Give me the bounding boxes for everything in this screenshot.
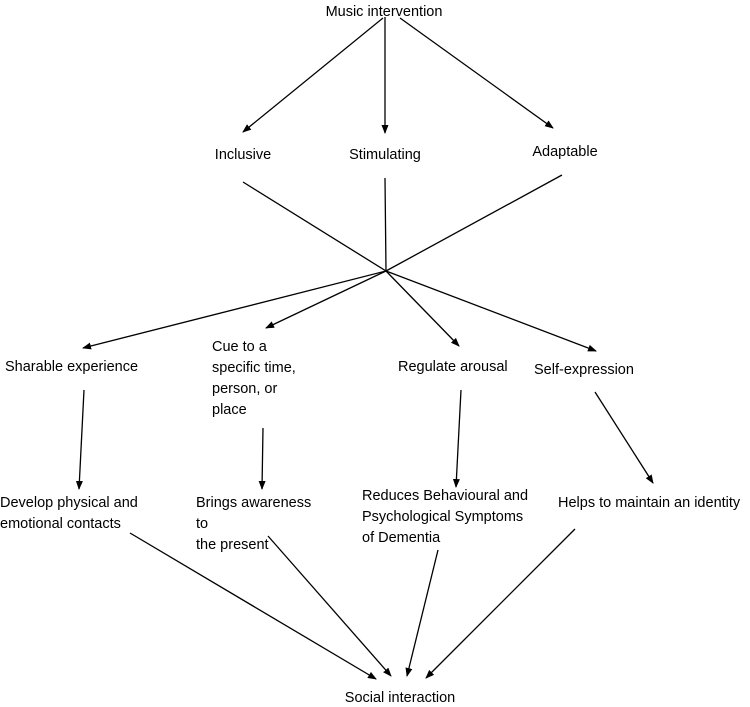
edge-sharable-to-develop-contacts	[75, 389, 85, 490]
edge-self-expression-to-identity	[594, 391, 654, 484]
node-helps-to-maintain-an-identity: Helps to maintain an identity	[558, 495, 741, 511]
edge-develop-contacts-to-social	[129, 532, 377, 680]
node-develop-physical-and-emotional-contacts: Develop physical and emotional contacts	[0, 495, 138, 532]
edge-identity-to-social	[425, 528, 576, 679]
edge-inclusive-to-hub	[242, 181, 387, 272]
edge-hub-to-sharable-experience	[82, 270, 387, 350]
node-regulate-arousal: Regulate arousal	[398, 359, 508, 375]
edges-group	[75, 17, 654, 680]
edge-reduces-bpsd-to-social	[405, 549, 439, 677]
node-stimulating: Stimulating	[349, 147, 421, 163]
edge-music-to-adaptable	[399, 17, 554, 129]
node-adaptable: Adaptable	[532, 144, 598, 160]
node-music-intervention: Music intervention	[325, 4, 443, 20]
edge-hub-to-self-expression	[385, 270, 597, 352]
edge-regulate-to-reduces-bpsd	[452, 389, 462, 488]
node-reduces-bpsd: Reduces Behavioural and Psychological Sy…	[362, 488, 529, 546]
edge-music-to-inclusive	[242, 17, 384, 133]
edge-hub-to-regulate-arousal	[385, 270, 460, 347]
edge-brings-awareness-to-social	[267, 535, 392, 677]
edge-hub-to-cue	[265, 270, 387, 329]
edge-cue-to-brings-awareness	[258, 427, 266, 490]
node-self-expression: Self-expression	[534, 362, 634, 378]
node-sharable-experience: Sharable experience	[5, 359, 139, 375]
edge-adaptable-to-hub	[385, 174, 563, 272]
node-cue-to-a-specific-time: Cue to a specific time, person, or place	[212, 339, 296, 418]
node-brings-awareness-to-the-present: Brings awareness to the present	[196, 495, 312, 553]
node-social-interaction: Social interaction	[344, 690, 456, 706]
node-inclusive: Inclusive	[214, 147, 272, 163]
edge-stimulating-to-hub	[384, 177, 387, 272]
